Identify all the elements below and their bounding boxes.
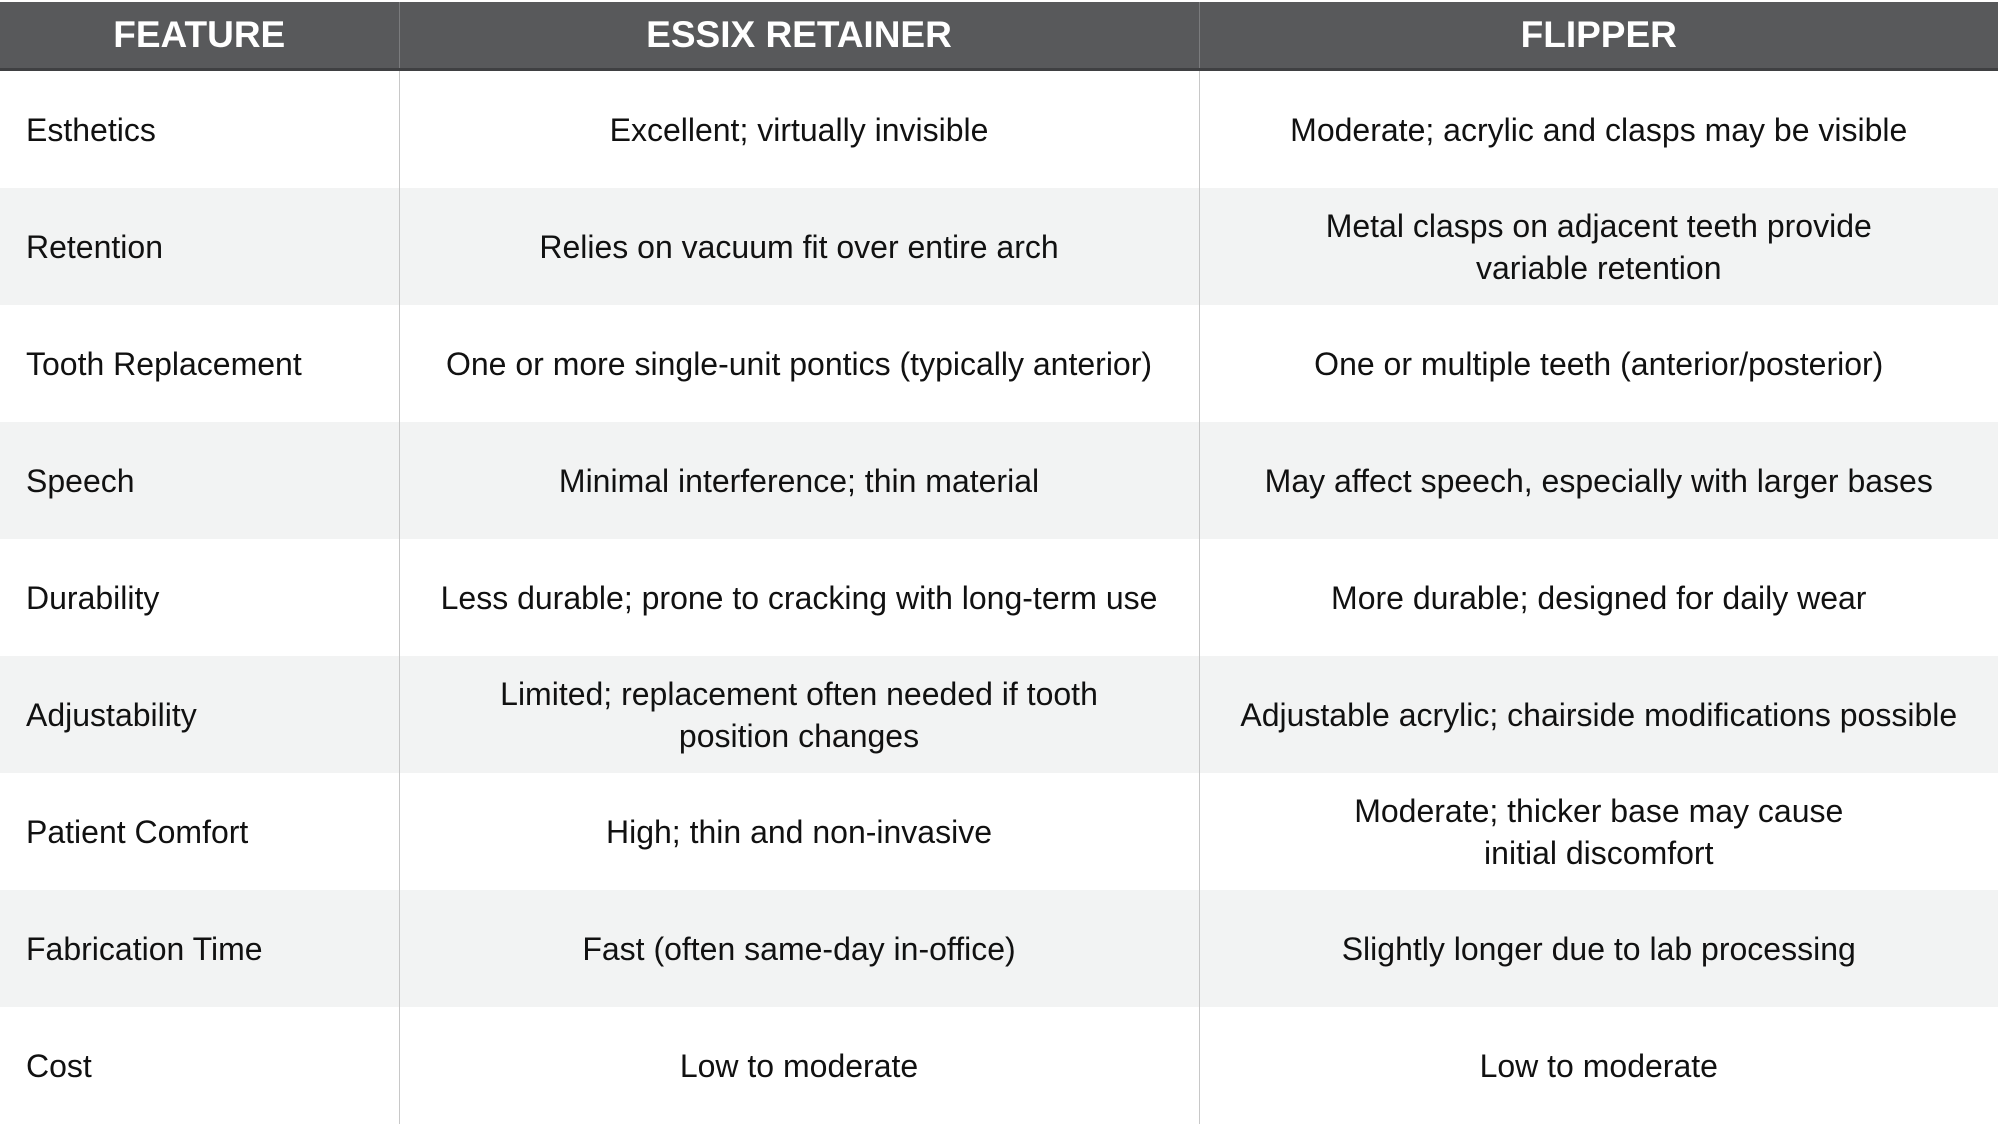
flipper-text: Moderate; thicker base may cause initial…	[1354, 792, 1844, 871]
feature-cell: Retention	[0, 188, 399, 305]
feature-cell: Esthetics	[0, 69, 399, 188]
feature-cell: Adjustability	[0, 656, 399, 773]
flipper-cell: Metal clasps on adjacent teeth provide v…	[1198, 188, 1998, 305]
essix-cell: One or more single-unit pontics (typical…	[398, 305, 1199, 422]
table-row: Esthetics Excellent; virtually invisible…	[0, 69, 1998, 188]
table-row: Speech Minimal interference; thin materi…	[0, 422, 1998, 539]
flipper-cell: Low to moderate	[1198, 1007, 1998, 1124]
essix-text: Limited; replacement often needed if too…	[500, 675, 1098, 754]
flipper-cell: Moderate; acrylic and clasps may be visi…	[1198, 69, 1998, 188]
flipper-cell: More durable; designed for daily wear	[1198, 539, 1998, 656]
essix-cell: Low to moderate	[398, 1007, 1199, 1124]
feature-cell: Speech	[0, 422, 399, 539]
table-row: Tooth Replacement One or more single-uni…	[0, 305, 1998, 422]
feature-cell: Cost	[0, 1007, 399, 1124]
essix-cell: Relies on vacuum fit over entire arch	[398, 188, 1199, 305]
essix-cell: Minimal interference; thin material	[398, 422, 1199, 539]
header-flipper: FLIPPER	[1198, 2, 1998, 71]
table-header: FEATURE ESSIX RETAINER FLIPPER	[0, 2, 1998, 71]
header-essix-retainer: ESSIX RETAINER	[398, 2, 1199, 71]
flipper-cell: Moderate; thicker base may cause initial…	[1198, 773, 1998, 890]
flipper-cell: May affect speech, especially with large…	[1198, 422, 1998, 539]
essix-cell: Fast (often same-day in-office)	[398, 890, 1199, 1007]
table-row: Fabrication Time Fast (often same-day in…	[0, 890, 1998, 1007]
table-row: Patient Comfort High; thin and non-invas…	[0, 773, 1998, 890]
flipper-text: Metal clasps on adjacent teeth provide v…	[1325, 207, 1872, 286]
feature-cell: Tooth Replacement	[0, 305, 399, 422]
essix-cell: Limited; replacement often needed if too…	[398, 656, 1199, 773]
table-row: Retention Relies on vacuum fit over enti…	[0, 188, 1998, 305]
table-row: Cost Low to moderate Low to moderate	[0, 1007, 1998, 1124]
feature-cell: Patient Comfort	[0, 773, 399, 890]
table-row: Durability Less durable; prone to cracki…	[0, 539, 1998, 656]
table-row: Adjustability Limited; replacement often…	[0, 656, 1998, 773]
essix-cell: High; thin and non-invasive	[398, 773, 1199, 890]
flipper-cell: Slightly longer due to lab processing	[1198, 890, 1998, 1007]
feature-cell: Durability	[0, 539, 399, 656]
essix-cell: Less durable; prone to cracking with lon…	[398, 539, 1199, 656]
essix-cell: Excellent; virtually invisible	[398, 69, 1199, 188]
feature-cell: Fabrication Time	[0, 890, 399, 1007]
flipper-cell: Adjustable acrylic; chairside modificati…	[1198, 656, 1998, 773]
header-feature: FEATURE	[0, 2, 399, 71]
flipper-cell: One or multiple teeth (anterior/posterio…	[1198, 305, 1998, 422]
